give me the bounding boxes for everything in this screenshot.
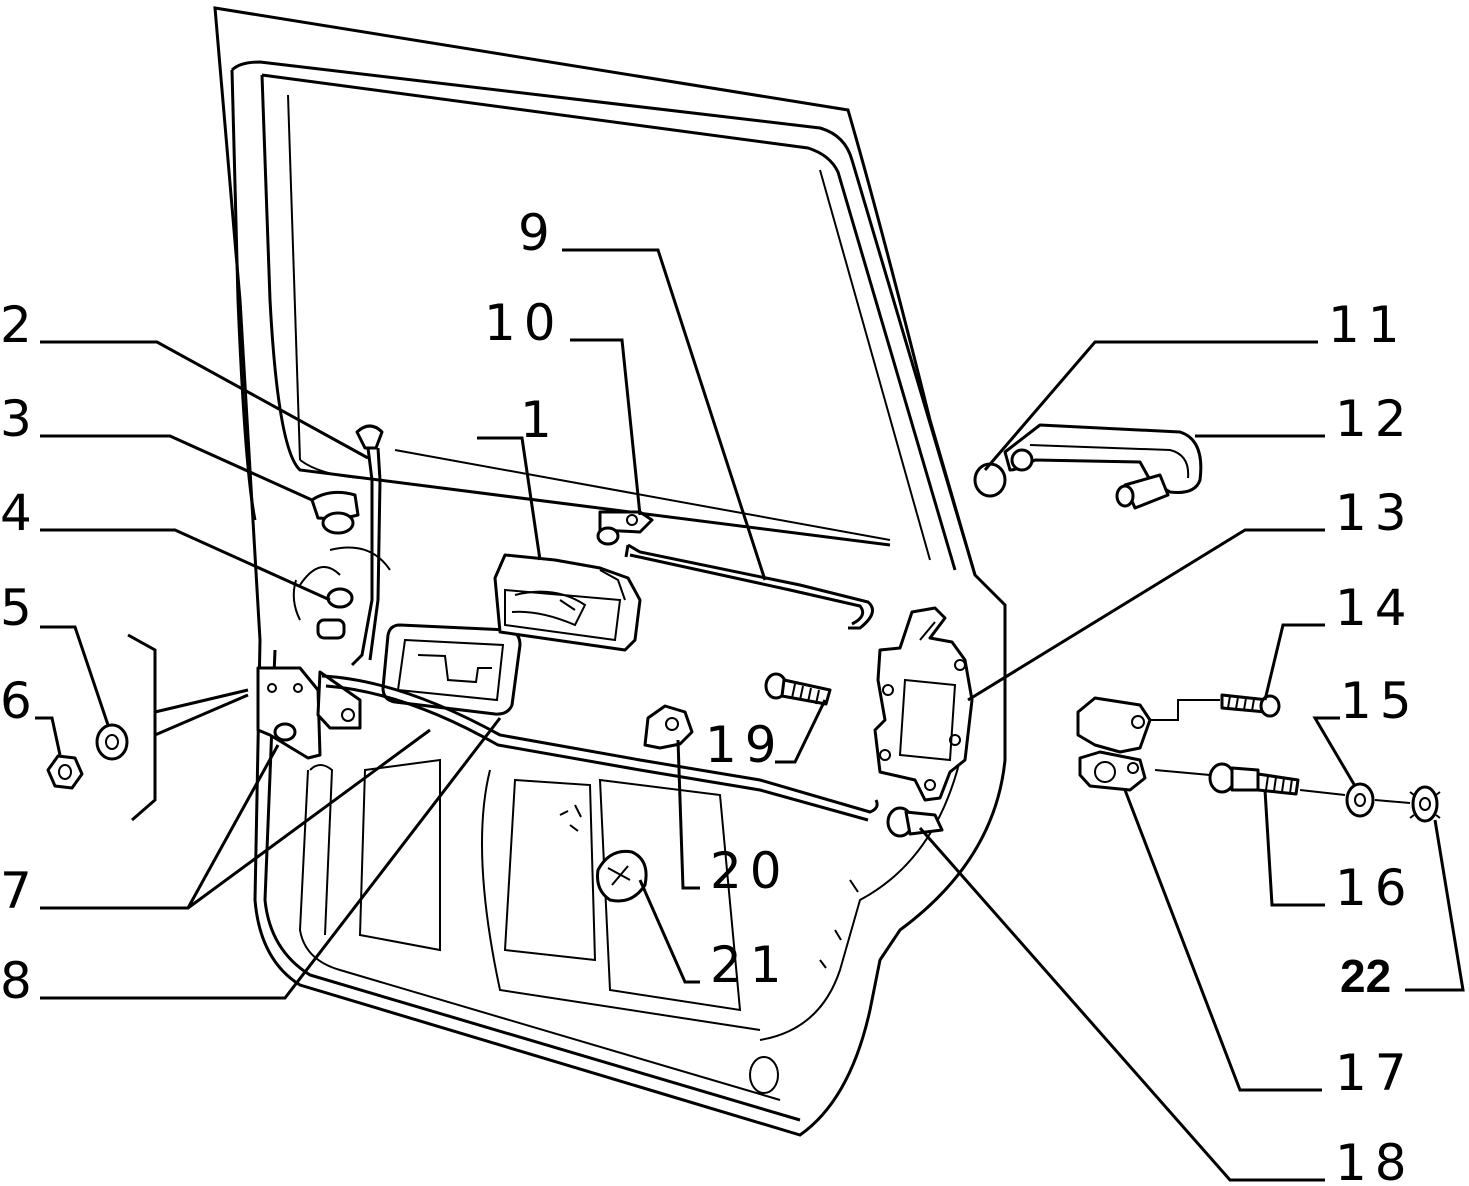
callout-18: 18 — [1335, 1134, 1415, 1186]
callout-10: 10 — [484, 294, 564, 352]
assembly-axis-lines — [1150, 699, 1411, 804]
part-14-screw — [1220, 693, 1281, 718]
part-11-12-grab-handle — [973, 423, 1203, 510]
part-6-nut — [46, 754, 84, 790]
part-19-screw — [764, 672, 832, 706]
part-7-bracket — [256, 666, 362, 760]
callout-21: 21 — [710, 936, 790, 994]
callout-2: 2 — [0, 296, 40, 354]
part-3-grommet — [310, 490, 360, 535]
callout-3: 3 — [0, 390, 40, 448]
part-22-lock-washer — [1409, 785, 1441, 823]
callout-8: 8 — [0, 952, 40, 1010]
callout-22: 22 — [1340, 950, 1391, 1002]
callout-11: 11 — [1328, 296, 1408, 354]
callout-20: 20 — [710, 842, 790, 900]
callout-7: 7 — [0, 862, 40, 920]
callout-9: 9 — [518, 204, 558, 262]
part-16-bolt — [1208, 762, 1300, 796]
part-18-bolt — [886, 806, 944, 838]
callout-12: 12 — [1335, 390, 1415, 448]
leader-lines — [35, 248, 1465, 1182]
callout-6: 6 — [0, 672, 40, 730]
part-13-door-latch — [873, 606, 974, 802]
part-1-inside-handle — [493, 553, 642, 652]
part-21-grommet — [596, 849, 648, 903]
part-9-lock-rod — [624, 543, 874, 630]
callout-14: 14 — [1335, 579, 1415, 637]
callout-19: 19 — [705, 716, 785, 774]
callout-5: 5 — [0, 579, 40, 637]
part-15-washer — [1345, 782, 1375, 818]
control-rods — [321, 674, 879, 822]
callout-13: 13 — [1335, 484, 1415, 542]
part-5-washer — [95, 723, 129, 761]
callout-labels: 1 2 3 4 5 6 7 8 9 10 11 12 13 14 15 16 1… — [0, 204, 1420, 1186]
callout-16: 16 — [1335, 859, 1415, 917]
part-2-lock-knob-rod — [350, 424, 384, 667]
callout-15: 15 — [1340, 672, 1420, 730]
callout-4: 4 — [0, 484, 40, 542]
part-17-striker — [1076, 696, 1152, 792]
part-10-rod-clip — [596, 510, 654, 546]
callout-1: 1 — [520, 391, 560, 449]
part-20-clip — [643, 704, 694, 750]
door-shell — [213, 6, 1007, 1137]
bracket-brace — [127, 633, 157, 822]
part-8-handle-bezel — [381, 623, 522, 716]
callout-17: 17 — [1335, 1044, 1415, 1102]
